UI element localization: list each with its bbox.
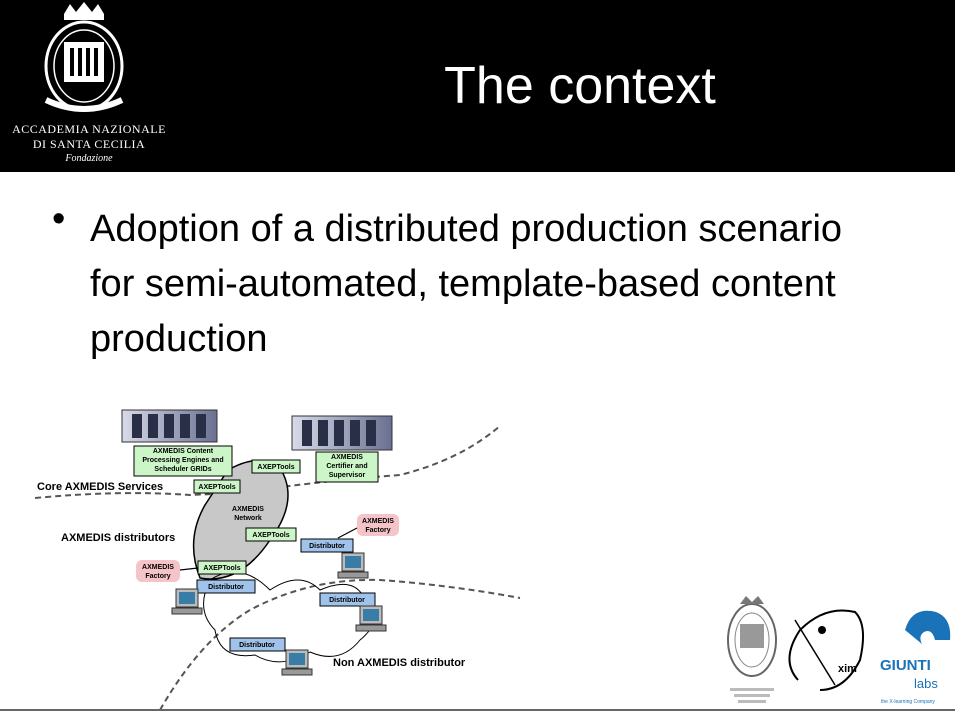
distribution-cloud bbox=[203, 571, 375, 663]
giunti-tagline: the X-learning Company bbox=[881, 699, 935, 705]
slide-header: ACCADEMIA NAZIONALE DI SANTA CECILIA Fon… bbox=[0, 0, 955, 172]
org-name-line3: Fondazione bbox=[65, 153, 113, 164]
factory-label-1: AXMEDIS bbox=[362, 518, 394, 525]
computer-icon-4 bbox=[281, 649, 313, 676]
network-label-2: Network bbox=[234, 515, 262, 522]
distributor-box-4 bbox=[229, 637, 286, 652]
certifier-box bbox=[315, 451, 379, 483]
computer-icon-1 bbox=[337, 552, 369, 579]
bullet-text: Adoption of a distributed production sce… bbox=[90, 208, 843, 360]
factory-label-2: Factory bbox=[145, 573, 170, 580]
bullet-marker: • bbox=[52, 198, 66, 240]
computer-icon-3 bbox=[355, 605, 387, 632]
labs-logo-text: labs bbox=[914, 676, 938, 691]
org-name-line2: DI SANTA CECILIA bbox=[32, 137, 146, 151]
distributor-box-3 bbox=[319, 592, 376, 607]
axeptools-label: AXEPTools bbox=[198, 484, 235, 491]
non-axmedis-label: Non AXMEDIS distributor bbox=[333, 657, 466, 669]
giunti-logo-icon: GIUNTI labs the X-learning Company bbox=[880, 610, 951, 705]
computer-icon-2 bbox=[171, 588, 203, 615]
processing-label-2: Processing Engines and bbox=[142, 457, 223, 464]
non-axmedis-boundary-line bbox=[159, 578, 521, 711]
axeptools-box-mid bbox=[245, 527, 297, 542]
factory-label-1: AXMEDIS bbox=[142, 564, 174, 571]
academy-small-logo-icon bbox=[727, 596, 777, 703]
distributor-box-2 bbox=[196, 579, 256, 594]
network-label-1: AXMEDIS bbox=[232, 506, 264, 513]
factory-label-2: Factory bbox=[365, 527, 390, 534]
axeptools-label: AXEPTools bbox=[257, 464, 294, 471]
distributor-label: Distributor bbox=[208, 584, 244, 591]
axeptools-box-top bbox=[251, 459, 301, 474]
giunti-logo-text: GIUNTI bbox=[880, 657, 931, 674]
distributors-label: AXMEDIS distributors bbox=[61, 532, 175, 544]
axeptools-box-core bbox=[193, 479, 241, 494]
axeptools-label: AXEPTools bbox=[252, 532, 289, 539]
bottom-rule bbox=[0, 709, 955, 711]
certifier-label-1: AXMEDIS bbox=[331, 454, 363, 461]
distributor-label: Distributor bbox=[239, 642, 275, 649]
factory-bubble-right bbox=[357, 514, 399, 536]
distributor-label: Distributor bbox=[309, 543, 345, 550]
crest-icon bbox=[44, 2, 124, 112]
axeptools-label: AXEPTools bbox=[203, 565, 240, 572]
core-services-label: Core AXMEDIS Services bbox=[37, 481, 163, 493]
server-rack-right-icon bbox=[291, 415, 393, 451]
distributor-label: Distributor bbox=[329, 597, 365, 604]
certifier-label-3: Supervisor bbox=[329, 472, 366, 479]
factory-bubble-left bbox=[136, 560, 180, 582]
org-name-line1: ACCADEMIA NAZIONALE bbox=[12, 122, 166, 136]
axeptools-box-left bbox=[197, 560, 247, 575]
server-rack-left-icon bbox=[121, 409, 218, 443]
distributor-box-1 bbox=[300, 538, 354, 553]
processing-label-1: AXMEDIS Content bbox=[153, 448, 214, 455]
academy-logo: ACCADEMIA NAZIONALE DI SANTA CECILIA Fon… bbox=[0, 0, 178, 172]
xim-logo-icon: xim bbox=[788, 609, 865, 691]
xim-logo-text: xim bbox=[838, 663, 857, 675]
certifier-label-2: Certifier and bbox=[326, 463, 367, 470]
processing-engines-box bbox=[133, 445, 233, 477]
processing-label-3: Scheduler GRIDs bbox=[154, 466, 211, 473]
slide-title: The context bbox=[444, 57, 716, 115]
